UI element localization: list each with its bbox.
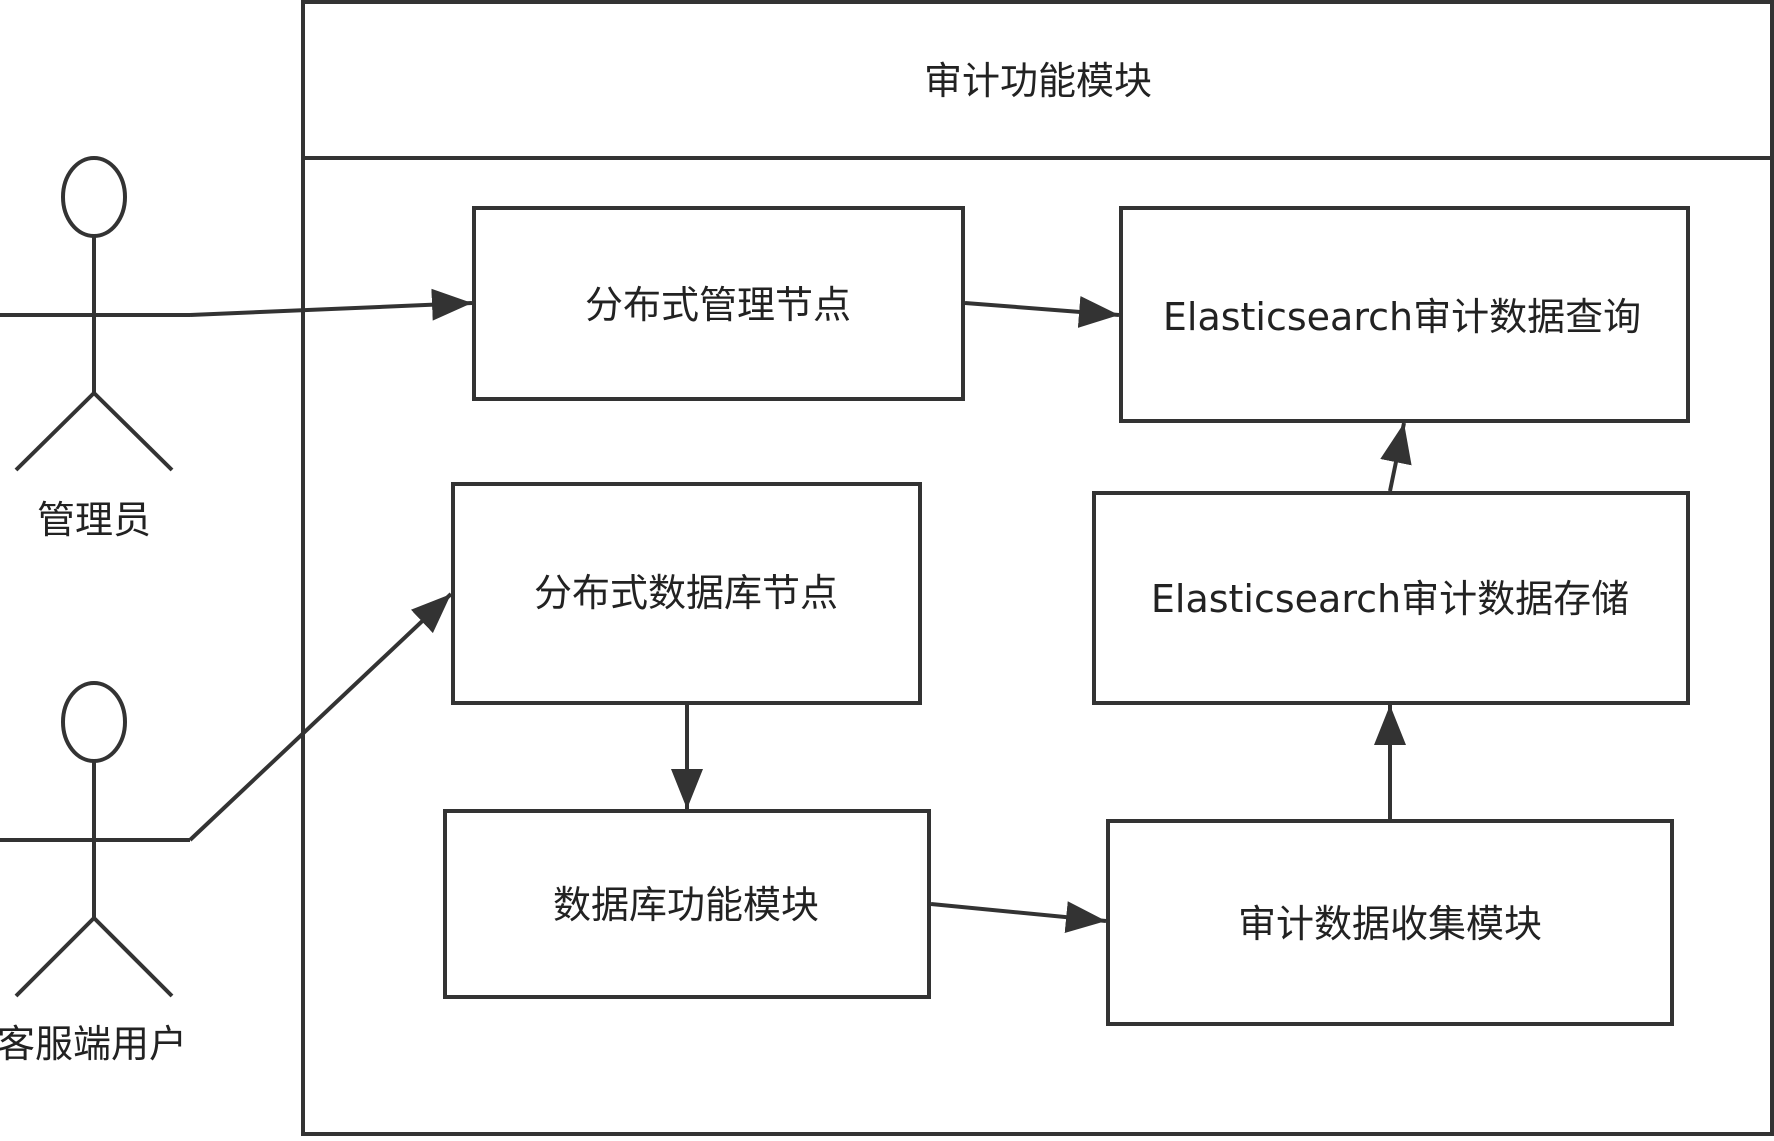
- edge-es-store-to-es-query: [1380, 422, 1412, 492]
- node-dist-mgmt-box: [472, 206, 965, 401]
- node-es-store-box: [1092, 491, 1690, 705]
- node-dist-db-box: [451, 482, 922, 705]
- audit-module-container: 审计功能模块: [301, 0, 1774, 1136]
- actor-client-label: 客服端用户: [0, 1022, 187, 1066]
- actor-admin-leg-left: [14, 391, 96, 472]
- actor-client-leg-left: [14, 916, 96, 998]
- node-audit-collect-box: [1106, 819, 1674, 1026]
- node-dist-mgmt: 分布式管理节点: [472, 206, 965, 401]
- node-dist-db-label: 分布式数据库节点: [534, 571, 838, 615]
- node-es-store-label: Elasticsearch审计数据存储: [1151, 577, 1629, 621]
- node-db-func-box: [443, 809, 931, 999]
- node-dist-mgmt-label: 分布式管理节点: [585, 283, 851, 327]
- actor-admin-label: 管理员: [37, 498, 151, 542]
- node-dist-db: 分布式数据库节点: [451, 482, 922, 705]
- actor-admin: 管理员: [0, 156, 190, 542]
- actor-client-head: [61, 681, 127, 763]
- edge-db-func-to-audit-collect: [930, 901, 1107, 934]
- actor-client: 客服端用户: [0, 681, 190, 1066]
- node-es-query-label: Elasticsearch审计数据查询: [1163, 295, 1641, 339]
- node-audit-collect: 审计数据收集模块: [1106, 819, 1674, 1026]
- actor-client-leg-right: [92, 916, 174, 998]
- container-border: [301, 0, 1774, 1136]
- edge-dist-mgmt-to-es-query: [964, 295, 1120, 328]
- actor-admin-leg-right: [92, 391, 174, 472]
- node-es-query-box: [1119, 206, 1690, 423]
- edge-admin-to-dist-mgmt: [189, 288, 473, 321]
- node-db-func-label: 数据库功能模块: [553, 883, 819, 927]
- node-es-store: Elasticsearch审计数据存储: [1092, 491, 1690, 705]
- container-title: 审计功能模块: [924, 59, 1152, 103]
- actor-admin-head: [61, 156, 127, 238]
- node-es-query: Elasticsearch审计数据查询: [1119, 206, 1690, 423]
- node-db-func: 数据库功能模块: [443, 809, 931, 999]
- node-audit-collect-label: 审计数据收集模块: [1238, 902, 1542, 946]
- edge-client-to-dist-db: [188, 592, 453, 842]
